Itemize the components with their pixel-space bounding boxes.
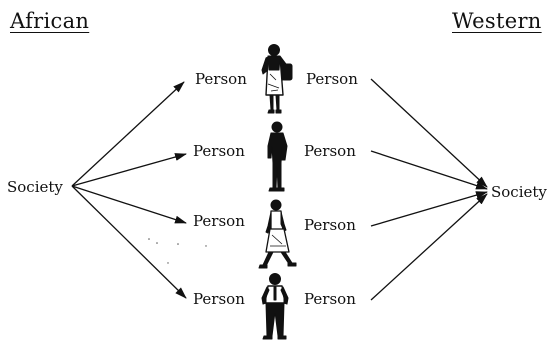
person-label-right-1: Person <box>306 70 358 88</box>
person-label-right-2: Person <box>304 142 356 160</box>
african-society-label: Society <box>7 178 63 196</box>
arrow-person-4-to-western-society <box>371 194 487 300</box>
person-label-right-4: Person <box>304 290 356 308</box>
person-label-left-4: Person <box>193 290 245 308</box>
arrow-african-society-to-person-3 <box>72 186 186 223</box>
man-in-dark-suit-figure <box>268 122 287 191</box>
arrow-person-3-to-western-society <box>371 192 487 226</box>
western-society-label: Society <box>491 183 547 201</box>
scan-specks <box>148 238 207 263</box>
person-label-left-2: Person <box>193 142 245 160</box>
woman-with-bag-figure <box>262 45 292 114</box>
arrow-african-society-to-person-4 <box>72 186 186 298</box>
person-label-left-1: Person <box>195 70 247 88</box>
arrow-person-1-to-western-society <box>371 79 487 187</box>
african-arrows <box>72 82 186 298</box>
western-arrows <box>371 79 487 300</box>
african-header: African <box>10 9 89 33</box>
western-header: Western <box>452 9 542 33</box>
person-label-left-3: Person <box>193 212 245 230</box>
walking-woman-figure <box>259 200 296 268</box>
person-label-right-3: Person <box>304 216 356 234</box>
man-in-shirt-figure <box>262 274 288 340</box>
